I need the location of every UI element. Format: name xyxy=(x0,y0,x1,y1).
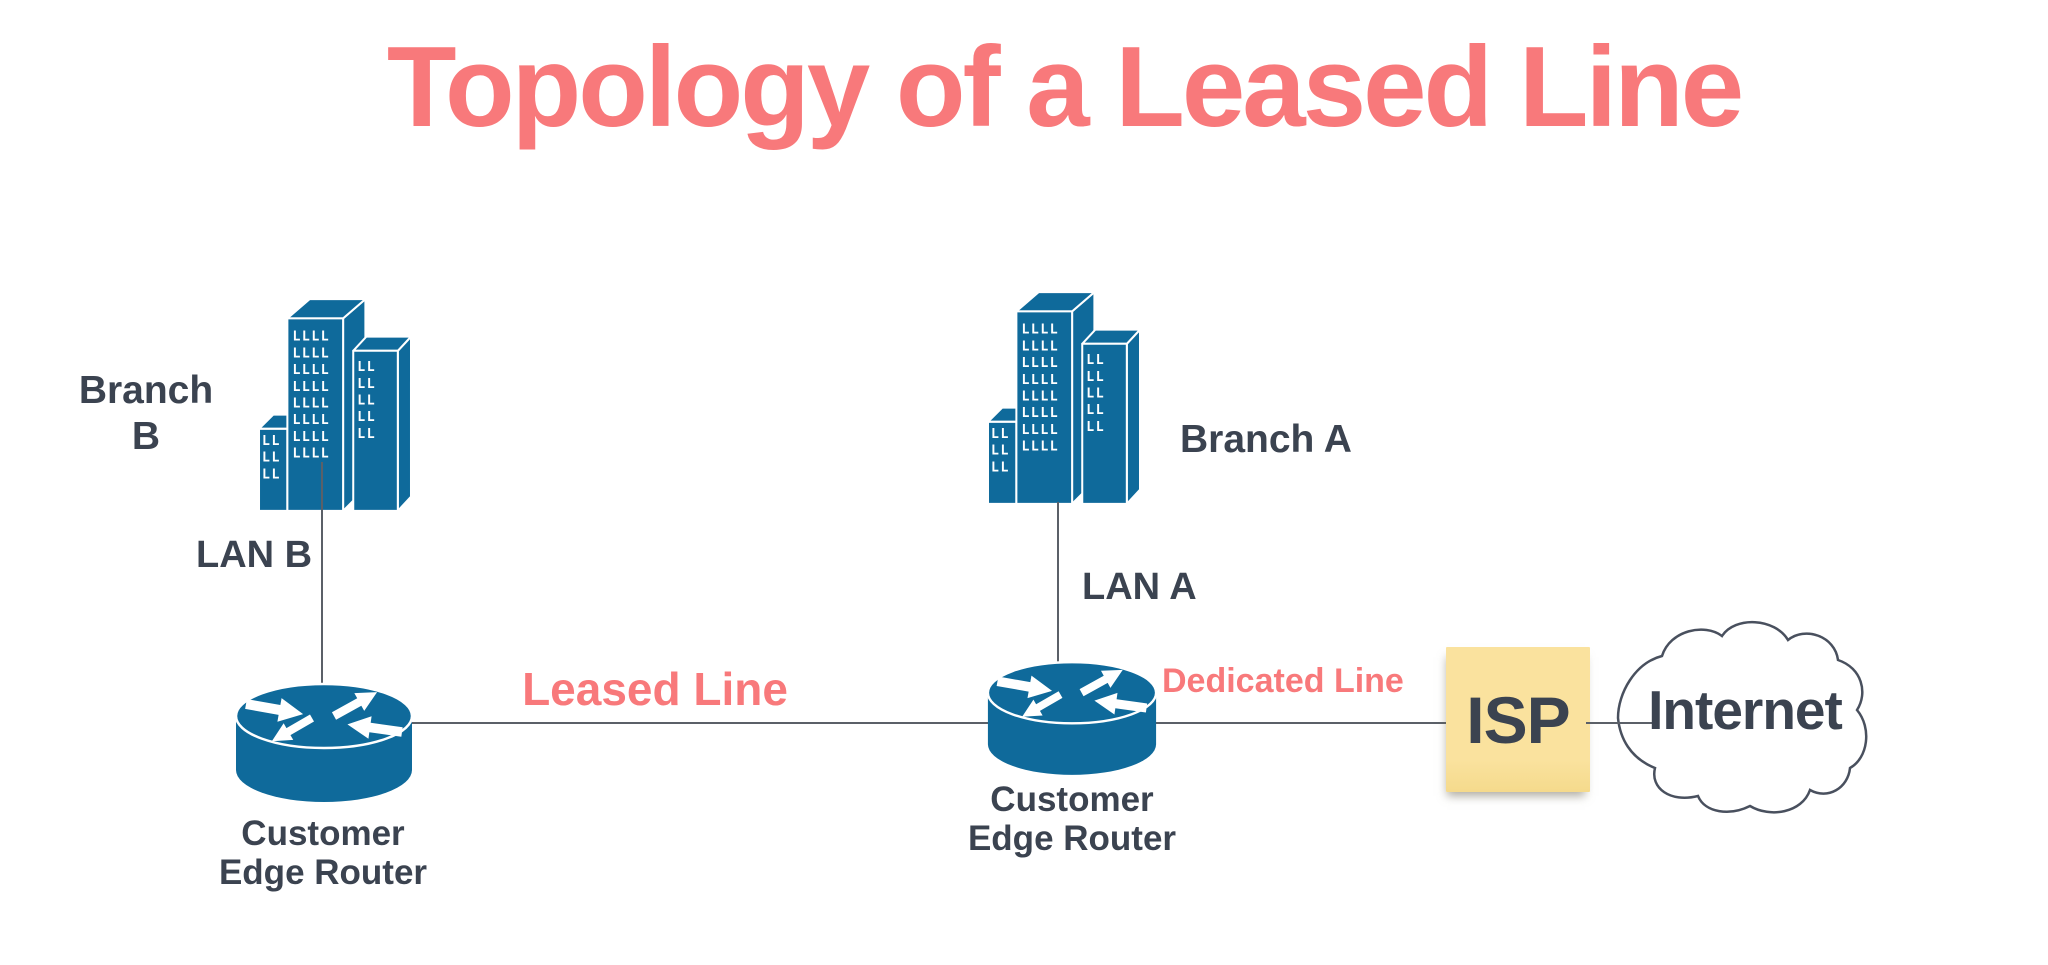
customer-edge-router-left-icon xyxy=(234,682,414,804)
branch-b-label: Branch B xyxy=(78,369,214,459)
internet-label: Internet xyxy=(1648,679,1843,741)
lan-b-label: LAN B xyxy=(196,534,313,576)
isp-label: ISP xyxy=(1466,682,1570,757)
isp-note: ISP xyxy=(1446,647,1590,792)
router-left-label: Customer Edge Router xyxy=(218,814,428,893)
internet-cloud-icon xyxy=(1616,621,1868,814)
branch-a-building-icon xyxy=(988,287,1140,509)
branch-a-label: Branch A xyxy=(1180,418,1352,461)
lan-a-label: LAN A xyxy=(1082,566,1197,608)
diagram-title: Topology of a Leased Line xyxy=(386,24,1744,151)
customer-edge-router-right-icon xyxy=(986,660,1158,777)
router-right-label: Customer Edge Router xyxy=(967,780,1177,859)
branch-b-building-icon xyxy=(259,296,411,514)
dedicated-line-label: Dedicated Line xyxy=(1162,662,1404,700)
leased-line-label: Leased Line xyxy=(522,663,788,715)
